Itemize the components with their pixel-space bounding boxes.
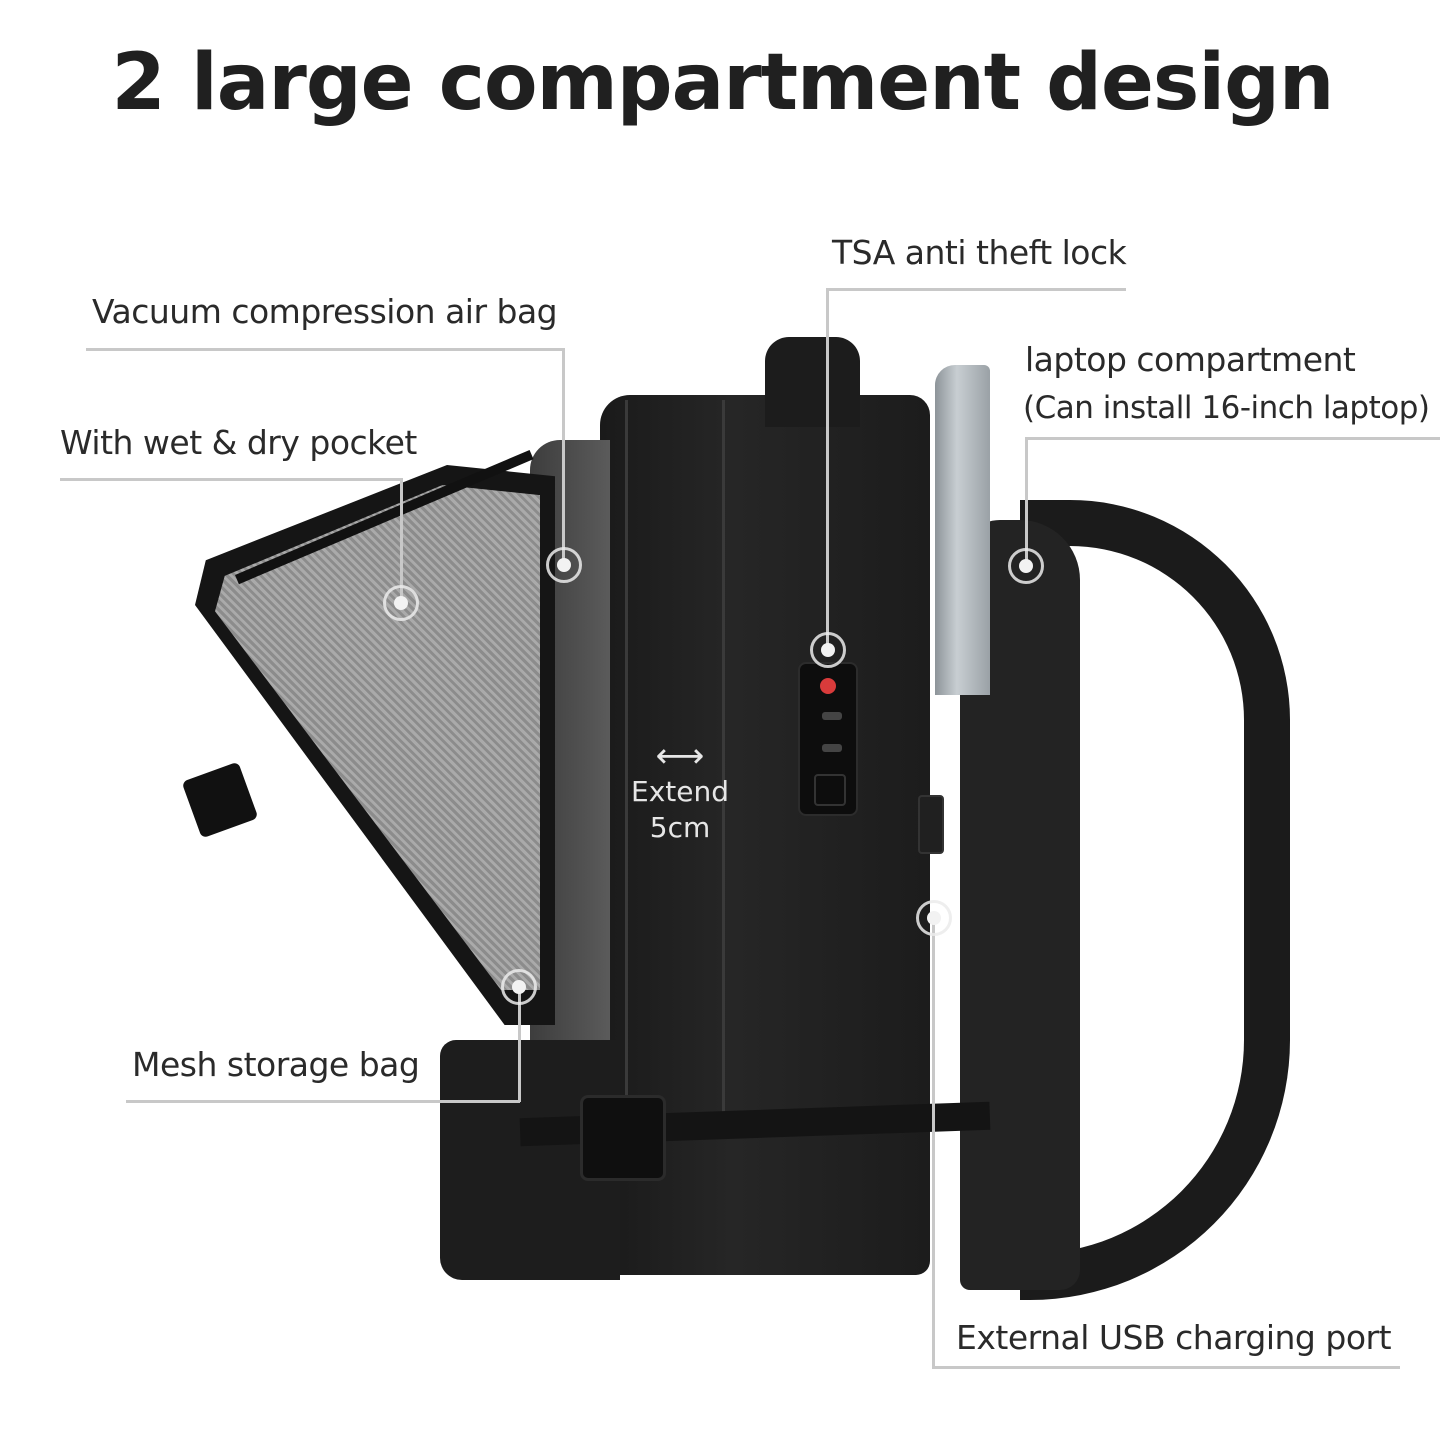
callout-marker-usb <box>916 900 952 936</box>
callout-marker-tsa <box>810 632 846 668</box>
leader-line <box>518 985 521 1102</box>
tsa-lock <box>798 662 858 816</box>
callout-marker-mesh <box>501 969 537 1005</box>
leader-line <box>826 288 829 650</box>
double-arrow-icon: ⟷ <box>655 736 705 776</box>
strap-buckle <box>580 1095 666 1181</box>
callout-tsa-label: TSA anti theft lock <box>832 233 1127 272</box>
usb-port <box>918 795 944 854</box>
callout-wet-dry-label: With wet & dry pocket <box>60 423 417 462</box>
callout-usb-label: External USB charging port <box>956 1318 1392 1357</box>
laptop <box>935 365 990 695</box>
extend-label: Extend <box>631 775 729 808</box>
side-buckle <box>181 761 259 839</box>
tsa-lock-logo <box>820 678 836 694</box>
extend-value: 5cm <box>649 811 711 844</box>
leader-line <box>826 288 1126 291</box>
callout-marker-laptop <box>1008 548 1044 584</box>
leader-line <box>60 478 402 481</box>
leader-line <box>126 1100 520 1103</box>
page-title: 2 large compartment design <box>111 38 1335 128</box>
extend-annotation: ⟷ Extend 5cm <box>625 738 735 846</box>
leader-line <box>932 1366 1400 1369</box>
leader-line <box>400 478 403 600</box>
callout-vacuum-label: Vacuum compression air bag <box>92 292 558 331</box>
mesh-lining <box>215 485 540 990</box>
leader-line <box>932 920 935 1368</box>
expansion-zipper-left <box>625 400 628 1120</box>
tsa-lock-dial <box>822 744 842 752</box>
callout-marker-wet-dry <box>383 585 419 621</box>
callout-laptop-label: laptop compartment <box>1025 340 1356 379</box>
leader-line <box>1025 437 1028 565</box>
callout-laptop-sublabel: (Can install 16-inch laptop) <box>1023 390 1430 426</box>
leader-line <box>86 348 564 351</box>
leader-line <box>1025 437 1440 440</box>
tsa-lock-dial <box>822 712 842 720</box>
tsa-lock-button <box>814 774 846 806</box>
callout-mesh-label: Mesh storage bag <box>132 1045 420 1084</box>
callout-marker-vacuum <box>546 547 582 583</box>
top-handle <box>765 337 860 427</box>
leader-line <box>562 348 565 563</box>
expansion-zipper-right <box>722 400 725 1120</box>
